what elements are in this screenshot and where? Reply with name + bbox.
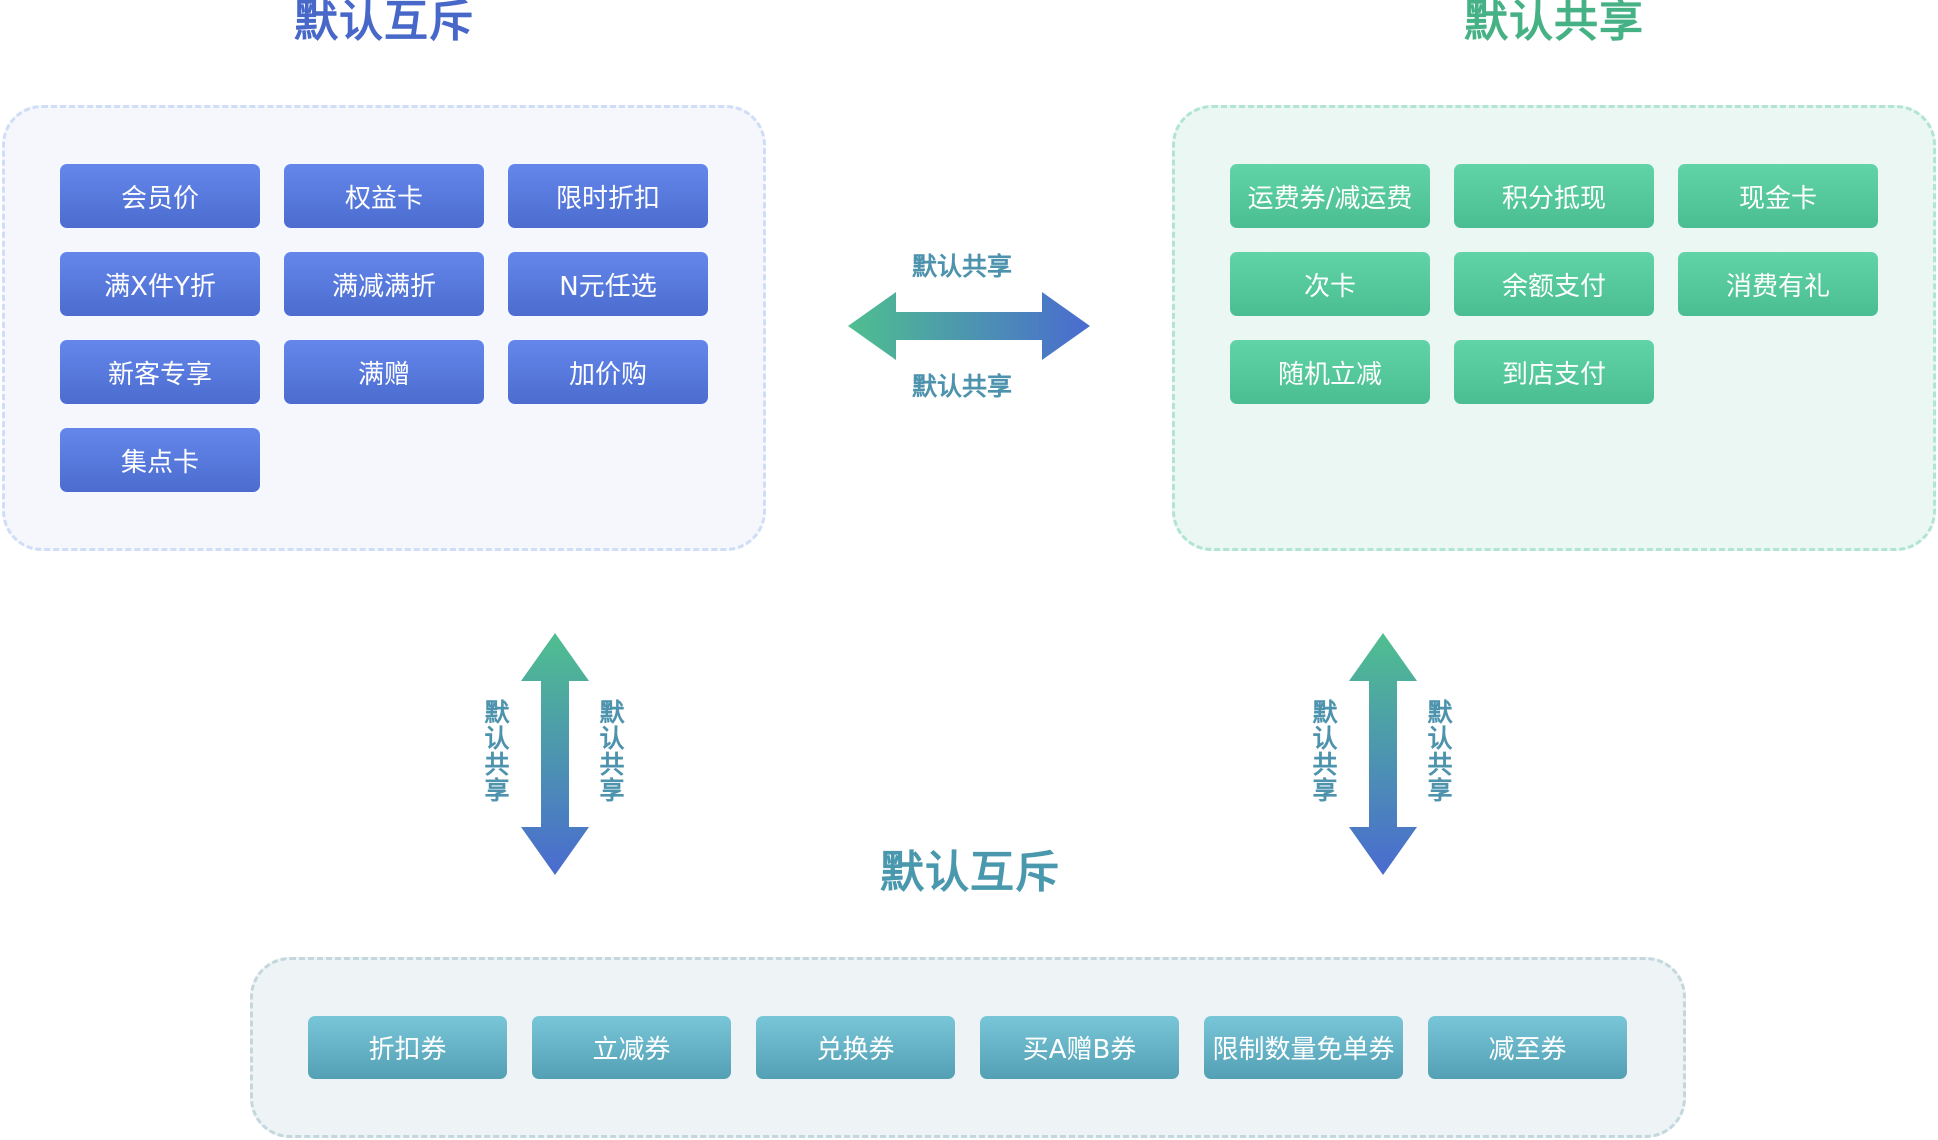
mutex-item[interactable]: 权益卡 — [284, 164, 484, 228]
mutex-item[interactable]: N元任选 — [508, 252, 708, 316]
mutex-item[interactable]: 加价购 — [508, 340, 708, 404]
mutex-item[interactable]: 满赠 — [284, 340, 484, 404]
coupon-item[interactable]: 减至券 — [1428, 1016, 1627, 1079]
shared-item[interactable]: 余额支付 — [1454, 252, 1654, 316]
coupon-item[interactable]: 买A赠B券 — [980, 1016, 1179, 1079]
mutex-item[interactable]: 满减满折 — [284, 252, 484, 316]
horizontal-double-arrow-icon — [848, 292, 1090, 360]
mutex-item[interactable]: 满X件Y折 — [60, 252, 260, 316]
mutex-item[interactable]: 会员价 — [60, 164, 260, 228]
shared-item[interactable]: 随机立减 — [1230, 340, 1430, 404]
right-vertical-double-arrow-icon — [1349, 633, 1417, 875]
shared-item[interactable]: 积分抵现 — [1454, 164, 1654, 228]
left-vertical-double-arrow-icon — [521, 633, 589, 875]
shared-item[interactable]: 到店支付 — [1454, 340, 1654, 404]
mutex-group-title: 默认互斥 — [294, 0, 474, 47]
left-vertical-arrow-label-left: 默认共享 — [484, 698, 510, 805]
coupon-item[interactable]: 限制数量免单券 — [1204, 1016, 1403, 1079]
right-vertical-arrow-label-left: 默认共享 — [1312, 698, 1338, 805]
coupon-item[interactable]: 折扣券 — [308, 1016, 507, 1079]
shared-item[interactable]: 运费券/减运费 — [1230, 164, 1430, 228]
right-vertical-arrow-label-right: 默认共享 — [1427, 698, 1453, 805]
mutex-item[interactable]: 限时折扣 — [508, 164, 708, 228]
shared-item[interactable]: 消费有礼 — [1678, 252, 1878, 316]
coupon-item[interactable]: 兑换券 — [756, 1016, 955, 1079]
shared-item[interactable]: 现金卡 — [1678, 164, 1878, 228]
shared-item[interactable]: 次卡 — [1230, 252, 1430, 316]
mutex-item[interactable]: 新客专享 — [60, 340, 260, 404]
coupon-group-title: 默认互斥 — [880, 847, 1060, 898]
mutex-item[interactable]: 集点卡 — [60, 428, 260, 492]
left-vertical-arrow-label-right: 默认共享 — [599, 698, 625, 805]
horizontal-arrow-label-bottom: 默认共享 — [912, 372, 1013, 401]
coupon-item[interactable]: 立减券 — [532, 1016, 731, 1079]
shared-group-title: 默认共享 — [1464, 0, 1644, 47]
horizontal-arrow-label-top: 默认共享 — [912, 252, 1013, 281]
